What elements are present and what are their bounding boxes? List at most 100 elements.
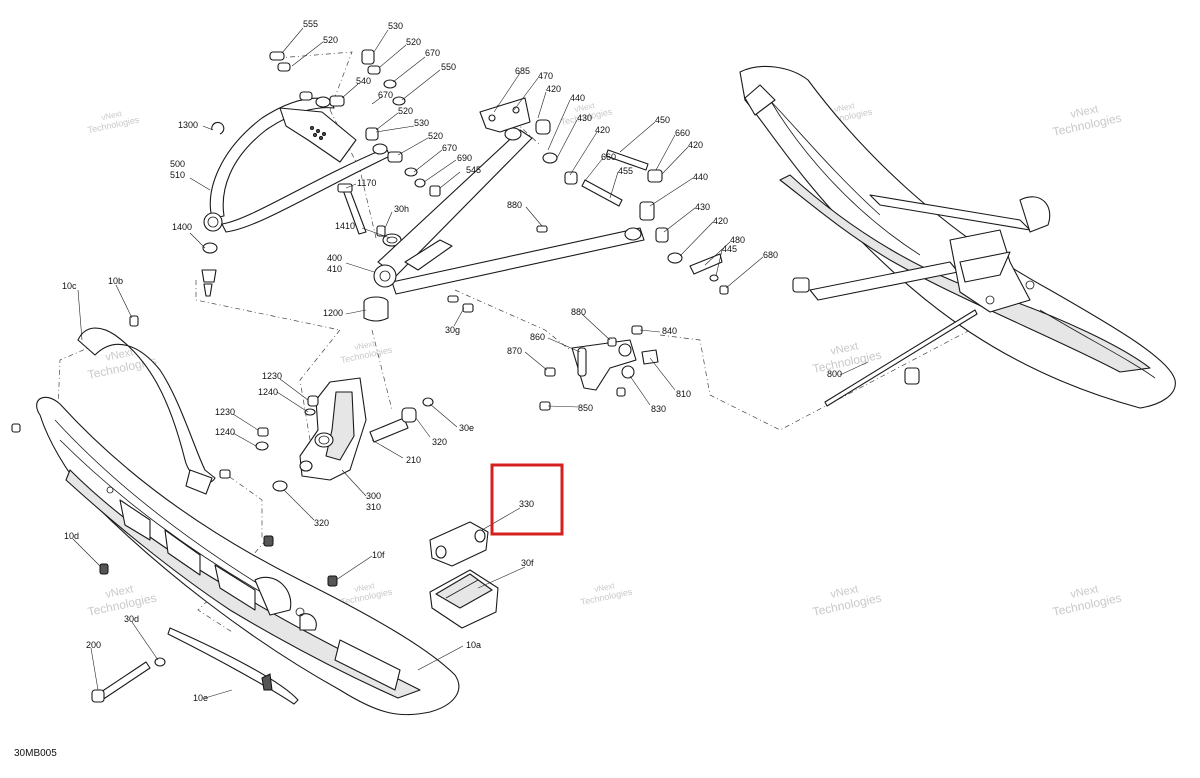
- callout: 30h: [394, 204, 409, 214]
- mount-bolt: [91, 657, 166, 703]
- callout: 670: [442, 143, 457, 153]
- callout: 420: [688, 140, 703, 150]
- callout: 330: [519, 499, 534, 509]
- callout: 520: [428, 131, 443, 141]
- callout: 660: [675, 128, 690, 138]
- callout: 680: [763, 250, 778, 260]
- callout: 670: [378, 90, 393, 100]
- svg-text:vNext: vNext: [101, 109, 124, 122]
- svg-text:vNext: vNext: [104, 346, 134, 364]
- callout: 1410: [335, 221, 355, 231]
- callout: 10a: [466, 640, 481, 650]
- svg-text:vNext: vNext: [834, 101, 857, 114]
- callout: 880: [507, 200, 522, 210]
- svg-text:vNext: vNext: [594, 581, 617, 594]
- callout: 1170: [357, 178, 376, 188]
- callout: 530: [388, 21, 403, 31]
- lower-a-arm: [373, 127, 645, 313]
- callout: 520: [323, 35, 338, 45]
- callout: 830: [651, 404, 666, 414]
- callout: 10e: [193, 693, 208, 703]
- callout: 300: [366, 491, 381, 501]
- callout: 1230: [215, 407, 235, 417]
- small-hardware: [99, 535, 338, 587]
- svg-text:vNext: vNext: [354, 581, 377, 594]
- ski-runner: [167, 627, 299, 705]
- callout-labels: 555 520 530 520 670 540 550 670 520 530 …: [62, 19, 842, 703]
- arm-holes: [310, 126, 326, 140]
- assembled-ski-right: [739, 65, 1176, 409]
- svg-text:vNext: vNext: [1069, 583, 1099, 601]
- ski-left: [36, 396, 460, 716]
- callout: 520: [398, 106, 413, 116]
- svg-text:vNext: vNext: [1069, 103, 1099, 121]
- bushing: [363, 296, 389, 322]
- callout: 860: [530, 332, 545, 342]
- callout: 420: [595, 125, 610, 135]
- callout: 430: [577, 113, 592, 123]
- callout: 10b: [108, 276, 123, 286]
- callout: 480: [730, 235, 745, 245]
- callout: 10f: [372, 550, 385, 560]
- callout: 430: [695, 202, 710, 212]
- insert-30f: [429, 569, 499, 629]
- svg-text:vNext: vNext: [354, 339, 377, 352]
- callout: 420: [713, 216, 728, 226]
- callout: 520: [406, 37, 421, 47]
- callout: 870: [507, 346, 522, 356]
- center-bolts: [337, 183, 402, 247]
- callout: 1200: [323, 308, 343, 318]
- svg-text:vNext: vNext: [104, 583, 134, 601]
- drawing-code: 30MB005: [14, 748, 57, 759]
- callout: 200: [86, 640, 101, 650]
- callout: 500: [170, 159, 185, 169]
- watermark: vNext Technologies: [87, 109, 141, 135]
- callout: 540: [356, 76, 371, 86]
- callout: 320: [314, 518, 329, 528]
- callout: 440: [693, 172, 708, 182]
- callout: 660: [601, 152, 616, 162]
- watermark: vNext Technologies: [340, 581, 394, 607]
- callout: 30d: [124, 614, 139, 624]
- callout: 440: [570, 93, 585, 103]
- ski-spring: [11, 315, 231, 495]
- callout: 320: [432, 437, 447, 447]
- lower-arm-hardware: [535, 119, 729, 295]
- callout: 840: [662, 326, 677, 336]
- callout: 310: [366, 502, 381, 512]
- spindle-axle: [272, 397, 434, 492]
- callout: 810: [676, 389, 691, 399]
- ball-joint: [201, 242, 218, 297]
- callout: 530: [414, 118, 429, 128]
- callout: 880: [571, 307, 586, 317]
- callout: 510: [170, 170, 185, 180]
- callout: 1230: [262, 371, 282, 381]
- highlight-box: [490, 463, 564, 536]
- callout: 30e: [459, 423, 474, 433]
- callout: 850: [578, 403, 593, 413]
- svg-text:vNext: vNext: [829, 340, 859, 358]
- callout: 10d: [64, 531, 79, 541]
- watermark: vNext Technologies: [580, 581, 634, 607]
- watermark: vNext Technologies: [1051, 103, 1122, 139]
- watermark: vNext Technologies: [811, 340, 882, 376]
- callout: 1240: [215, 427, 235, 437]
- callout: 545: [466, 165, 481, 175]
- callout: 1240: [258, 387, 278, 397]
- upper-a-arm: [203, 96, 391, 233]
- callout: 550: [441, 62, 456, 72]
- svg-text:vNext: vNext: [829, 583, 859, 601]
- svg-text:vNext: vNext: [574, 101, 597, 114]
- watermark: vNext Technologies: [811, 583, 882, 619]
- callout: 410: [327, 264, 342, 274]
- insert-330: [429, 521, 489, 567]
- callout: 445: [722, 244, 737, 254]
- mount-bracket: [479, 97, 531, 133]
- callout: 670: [425, 48, 440, 58]
- spindle: [255, 377, 367, 481]
- leader-lines: [72, 27, 869, 699]
- callout: 30g: [445, 325, 460, 335]
- callout: 690: [457, 153, 472, 163]
